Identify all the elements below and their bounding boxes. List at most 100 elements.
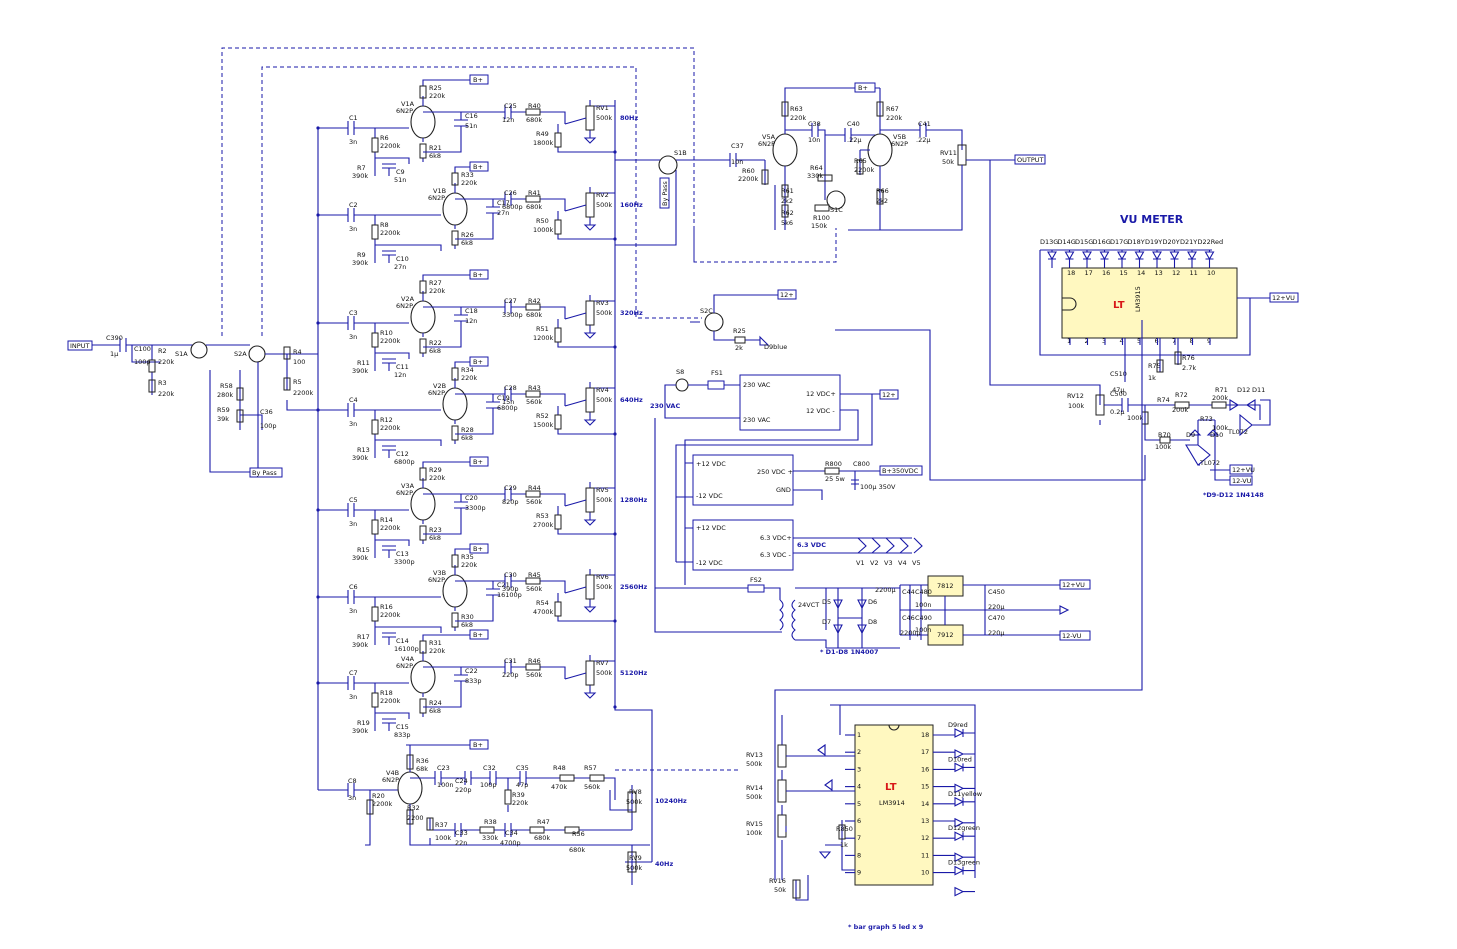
bar-pin-left: 4 bbox=[857, 783, 861, 791]
bar-pin-left: 8 bbox=[857, 851, 861, 859]
rd-resistor bbox=[554, 414, 562, 430]
tube-type: 6N2P bbox=[396, 489, 413, 497]
ck-value: 6800p bbox=[394, 458, 415, 466]
bplus-label: B+ bbox=[473, 76, 483, 84]
bar-pin-right: 11 bbox=[921, 851, 929, 859]
rd-label: R52 bbox=[536, 412, 549, 420]
m1-out1: 12 VDC+ bbox=[806, 390, 836, 398]
wire bbox=[382, 632, 396, 645]
cin-value: 3n bbox=[349, 607, 357, 615]
c100-label: C100 bbox=[134, 345, 151, 353]
op2-label: TL072 bbox=[1199, 459, 1220, 467]
rs-resistor bbox=[525, 195, 541, 203]
r47-value: 680k bbox=[534, 834, 550, 842]
bar-pin-right: 17 bbox=[921, 748, 929, 756]
wire bbox=[557, 211, 615, 240]
c510-value: .47µ bbox=[1110, 386, 1124, 394]
led-lead bbox=[1135, 258, 1144, 268]
rs-label: R41 bbox=[528, 189, 541, 197]
rk-value: 6k8 bbox=[429, 347, 441, 355]
vu-pin-bottom: 3 bbox=[1102, 337, 1106, 345]
cc-label: C25 bbox=[504, 102, 517, 110]
pot-value: 500k bbox=[596, 496, 612, 504]
bar-led-lead bbox=[954, 763, 975, 794]
input-flag: INPUT bbox=[70, 342, 89, 350]
tube-label: V1A bbox=[401, 100, 415, 108]
s8-label: S8 bbox=[676, 368, 684, 376]
bar-pin-right: 16 bbox=[921, 765, 929, 773]
bar-pin-left: 5 bbox=[857, 800, 861, 808]
r32-value: 2200 bbox=[407, 814, 424, 822]
junction-dot bbox=[613, 705, 617, 709]
rd-resistor bbox=[554, 327, 562, 343]
rv9-value: 500k bbox=[626, 864, 642, 872]
bar-led-label: D11yellow bbox=[948, 790, 983, 798]
wire bbox=[504, 487, 512, 501]
r39-label: R39 bbox=[512, 791, 525, 799]
r60-value: 2200k bbox=[738, 175, 759, 183]
rg-resistor bbox=[371, 692, 379, 708]
triode-V4A bbox=[410, 660, 436, 694]
r38-label: R38 bbox=[484, 818, 497, 826]
wire bbox=[454, 119, 468, 127]
c24-value: 220p bbox=[455, 786, 472, 794]
cf-value: 6800p bbox=[497, 404, 518, 412]
r56-value: 680k bbox=[569, 846, 585, 854]
d8-label: D8 bbox=[868, 618, 877, 626]
cin-label: C7 bbox=[349, 669, 358, 677]
junction-dot bbox=[613, 237, 617, 241]
cf-value: 833p bbox=[465, 677, 482, 685]
ground-symbol bbox=[583, 137, 597, 144]
vu-pin-top: 17 bbox=[1085, 269, 1093, 277]
c480-label: C480 bbox=[915, 588, 932, 596]
pot-body bbox=[585, 300, 595, 326]
rs-resistor bbox=[525, 577, 541, 585]
pot-value: 500k bbox=[596, 114, 612, 122]
c24-label: C24 bbox=[455, 777, 468, 785]
cf-label: C19 bbox=[497, 394, 510, 402]
led-lead bbox=[1048, 258, 1056, 268]
rk-label: R26 bbox=[461, 231, 474, 239]
psu-diode-note: * D1-D8 1N4007 bbox=[820, 648, 879, 656]
wire bbox=[504, 387, 512, 401]
wire bbox=[423, 111, 566, 124]
bar-pin-right: 18 bbox=[921, 731, 929, 739]
wire bbox=[486, 588, 500, 596]
vu-pin-top: 15 bbox=[1120, 269, 1128, 277]
rs-label: R45 bbox=[528, 571, 541, 579]
freq-label: 2560Hz bbox=[620, 583, 648, 591]
rd-value: 4700k bbox=[533, 608, 554, 616]
op1-label: TL072 bbox=[1227, 428, 1248, 436]
led-lead bbox=[1205, 258, 1214, 268]
cf-value: 16100p bbox=[497, 591, 522, 599]
vu-title: VU METER bbox=[1120, 213, 1184, 226]
d11-label: D11 bbox=[1252, 386, 1265, 394]
ck-label: C9 bbox=[396, 168, 405, 176]
rs-label: R40 bbox=[528, 102, 541, 110]
r62-value: 5k6 bbox=[781, 219, 793, 227]
triode-V1B bbox=[442, 192, 468, 226]
r65-label: R65 bbox=[854, 157, 867, 165]
junction-dot bbox=[316, 321, 320, 325]
led-symbol bbox=[1082, 251, 1092, 261]
heater-label: V5 bbox=[912, 559, 921, 567]
rl-value: 390k bbox=[352, 172, 368, 180]
vu-pin-top: 18 bbox=[1067, 269, 1075, 277]
s1a-label: S1A bbox=[175, 350, 188, 358]
fs2-label: FS2 bbox=[750, 576, 762, 584]
rd-value: 1800k bbox=[533, 139, 554, 147]
cc-label: C31 bbox=[504, 657, 517, 665]
cin-label: C4 bbox=[349, 396, 358, 404]
c8-value: 3n bbox=[348, 794, 356, 802]
rd-value: 1000k bbox=[533, 226, 554, 234]
rv15-label: RV15 bbox=[746, 820, 763, 828]
rg-value: 2200k bbox=[380, 697, 401, 705]
led-lead bbox=[1188, 258, 1196, 268]
pot-body bbox=[585, 574, 595, 600]
cin-value: 3n bbox=[349, 138, 357, 146]
vu-op-12plus: 12+VU bbox=[1232, 466, 1255, 474]
wire bbox=[557, 319, 615, 348]
ra-label: R34 bbox=[461, 366, 474, 374]
ra-resistor bbox=[451, 367, 459, 381]
